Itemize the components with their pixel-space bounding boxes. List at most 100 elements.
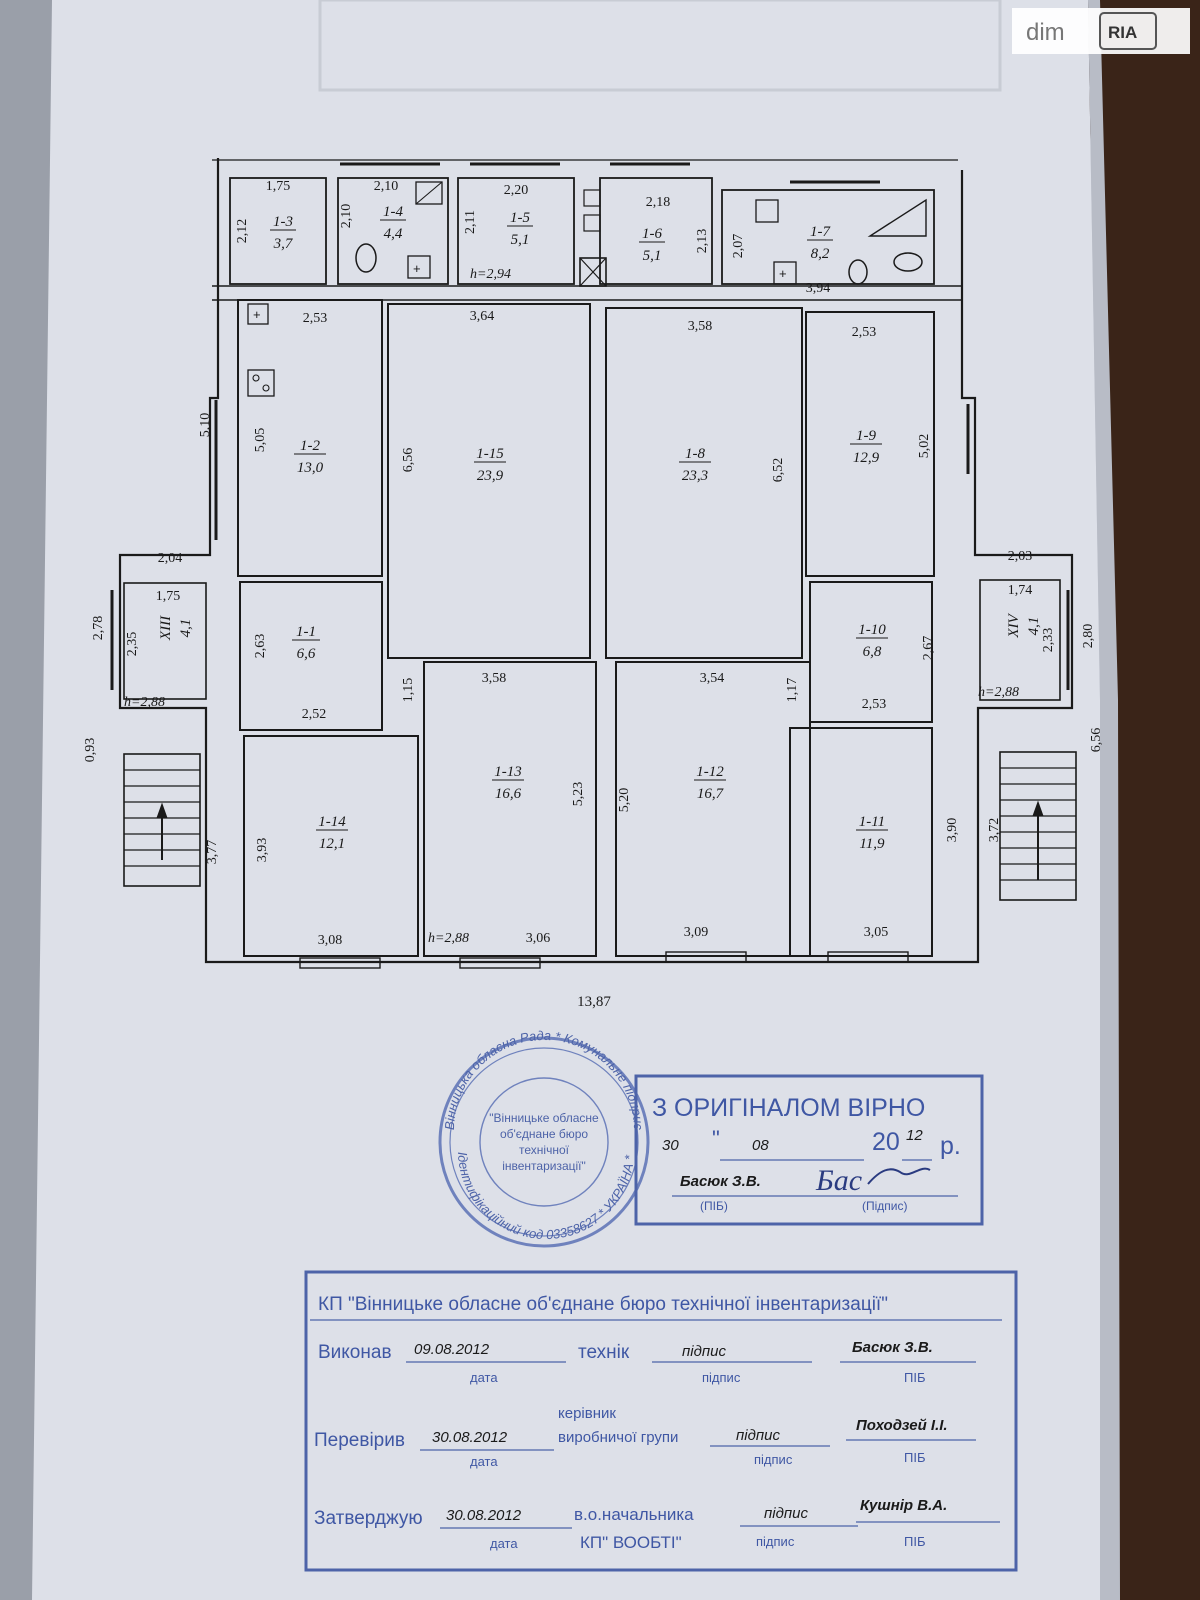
ceiling-heights: h=2,94 h=2,88 h=2,88 h=2,88 bbox=[124, 267, 1019, 946]
seal-inner-line: технічної bbox=[519, 1143, 570, 1157]
dimension-label: 3,09 bbox=[684, 925, 709, 940]
signoff-date: 09.08.2012 bbox=[414, 1341, 490, 1358]
dimension-label: 2,11 bbox=[463, 210, 478, 234]
dimension-label: 13,87 bbox=[577, 994, 611, 1010]
room-1-8: 1-8 23,3 bbox=[679, 446, 711, 484]
watermark-logo: RIA bbox=[1108, 23, 1137, 42]
room-number: 1-13 bbox=[494, 764, 522, 780]
signoff-action: Перевірив bbox=[314, 1430, 405, 1451]
dimension-label: 1,75 bbox=[156, 589, 181, 604]
signoff-role: в.о.начальника bbox=[574, 1505, 694, 1524]
dimension-label: 2,10 bbox=[374, 179, 399, 194]
dimension-label: 2,63 bbox=[253, 634, 268, 659]
stamp-title: З ОРИГІНАЛОМ ВІРНО bbox=[652, 1094, 925, 1122]
dimension-label: 2,67 bbox=[921, 636, 936, 661]
dimension-labels: 1,75 2,10 2,20 2,18 2,12 2,10 2,11 2,13 … bbox=[83, 179, 1104, 1010]
drain-icon: + bbox=[779, 266, 787, 281]
signoff-name: Кушнір В.А. bbox=[860, 1497, 947, 1514]
room-xiii: XIII 4,1 bbox=[158, 615, 194, 641]
room-area: 8,2 bbox=[811, 246, 830, 262]
room-area: 3,7 bbox=[273, 236, 294, 252]
dimension-label: 3,05 bbox=[864, 925, 889, 940]
room-number: XIV bbox=[1006, 613, 1022, 639]
dimension-label: 5,20 bbox=[617, 788, 632, 813]
dimension-label: 2,04 bbox=[158, 551, 183, 566]
dimension-label: 2,53 bbox=[852, 325, 877, 340]
signoff-date: 30.08.2012 bbox=[446, 1507, 522, 1524]
room-area: 11,9 bbox=[859, 836, 885, 852]
room-number: 1-10 bbox=[858, 622, 886, 638]
room-area: 23,9 bbox=[477, 468, 504, 484]
dimension-label: 3,08 bbox=[318, 933, 343, 948]
room-area: 16,6 bbox=[495, 786, 522, 802]
dimension-label: 1,75 bbox=[266, 179, 291, 194]
room-number: 1-2 bbox=[300, 438, 320, 454]
signoff-sign: підпис bbox=[682, 1343, 726, 1360]
room-area: 23,3 bbox=[682, 468, 708, 484]
drain-icon: + bbox=[413, 261, 421, 276]
room-1-4: 1-4 4,4 bbox=[380, 204, 406, 242]
signoff-role: керівник bbox=[558, 1405, 616, 1422]
signoff-sign: підпис bbox=[764, 1505, 808, 1522]
room-xiv: XIV 4,1 bbox=[1006, 613, 1042, 639]
stamp-sign-caption: (Підпис) bbox=[862, 1199, 908, 1213]
room-number: 1-15 bbox=[476, 446, 504, 462]
room-area: 16,7 bbox=[697, 786, 725, 802]
outlet-icon: + bbox=[253, 307, 261, 322]
room-1-14: 1-14 12,1 bbox=[316, 814, 348, 852]
signoff-name: Басюк З.В. bbox=[852, 1339, 933, 1356]
dimension-label: 1,17 bbox=[785, 678, 800, 703]
room-area: 4,1 bbox=[178, 619, 194, 638]
floor-plan bbox=[110, 158, 1077, 969]
signature: Бас bbox=[815, 1164, 862, 1197]
dimension-label: 3,93 bbox=[255, 838, 270, 863]
dimension-label: 5,02 bbox=[917, 434, 932, 459]
seal-inner-line: інвентаризації" bbox=[502, 1159, 586, 1173]
stamp-name-caption: (ПІБ) bbox=[700, 1199, 728, 1213]
dimension-label: 2,53 bbox=[862, 697, 887, 712]
caption-name: ПІБ bbox=[904, 1534, 926, 1549]
room-number: 1-14 bbox=[318, 814, 346, 830]
dimension-label: 5,05 bbox=[253, 428, 268, 453]
room-number: 1-4 bbox=[383, 204, 403, 220]
ceiling-height-label: h=2,88 bbox=[428, 931, 469, 946]
room-number: 1-6 bbox=[642, 226, 662, 242]
stamp-quote: " bbox=[712, 1126, 720, 1151]
signoff-name: Походзей І.І. bbox=[856, 1417, 948, 1434]
room-1-7: 1-7 8,2 bbox=[807, 224, 833, 262]
room-1-2: 1-2 13,0 bbox=[294, 438, 326, 476]
room-1-9: 1-9 12,9 bbox=[850, 428, 882, 466]
dimension-label: 2,53 bbox=[303, 311, 328, 326]
signoff-sign: підпис bbox=[736, 1427, 780, 1444]
dimension-label: 3,72 bbox=[987, 818, 1002, 843]
dimension-label: 2,03 bbox=[1008, 549, 1033, 564]
seal-inner-line: об'єднане бюро bbox=[500, 1127, 588, 1141]
signoff-role: технік bbox=[578, 1342, 630, 1363]
room-area: 12,9 bbox=[853, 450, 880, 466]
caption-sign: підпис bbox=[702, 1370, 741, 1385]
room-area: 5,1 bbox=[643, 248, 662, 264]
room-number: 1-7 bbox=[810, 224, 831, 240]
dimension-label: 2,20 bbox=[504, 183, 529, 198]
room-number: XIII bbox=[158, 615, 174, 641]
dimension-label: 5,10 bbox=[198, 413, 213, 438]
seal-inner-line: "Вінницьке обласне bbox=[489, 1111, 599, 1125]
dimension-label: 3,64 bbox=[470, 309, 495, 324]
stamp-month: 08 bbox=[752, 1137, 769, 1154]
dimension-label: 6,56 bbox=[401, 448, 416, 473]
caption-date: дата bbox=[470, 1370, 498, 1385]
signoff-date: 30.08.2012 bbox=[432, 1429, 508, 1446]
caption-date: дата bbox=[490, 1536, 518, 1551]
dimension-label: 2,10 bbox=[339, 204, 354, 229]
room-number: 1-1 bbox=[296, 624, 316, 640]
dimension-label: 1,74 bbox=[1008, 583, 1033, 598]
room-1-3: 1-3 3,7 bbox=[270, 214, 296, 252]
caption-sign: підпис bbox=[756, 1534, 795, 1549]
dimension-label: 6,56 bbox=[1089, 728, 1104, 753]
dimension-label: 6,52 bbox=[771, 458, 786, 483]
signoff-role: КП" ВООБТІ" bbox=[580, 1533, 682, 1552]
dimension-label: 3,58 bbox=[482, 671, 507, 686]
dimension-label: 0,93 bbox=[83, 738, 98, 763]
room-1-1: 1-1 6,6 bbox=[292, 624, 320, 662]
room-1-12: 1-12 16,7 bbox=[694, 764, 726, 802]
